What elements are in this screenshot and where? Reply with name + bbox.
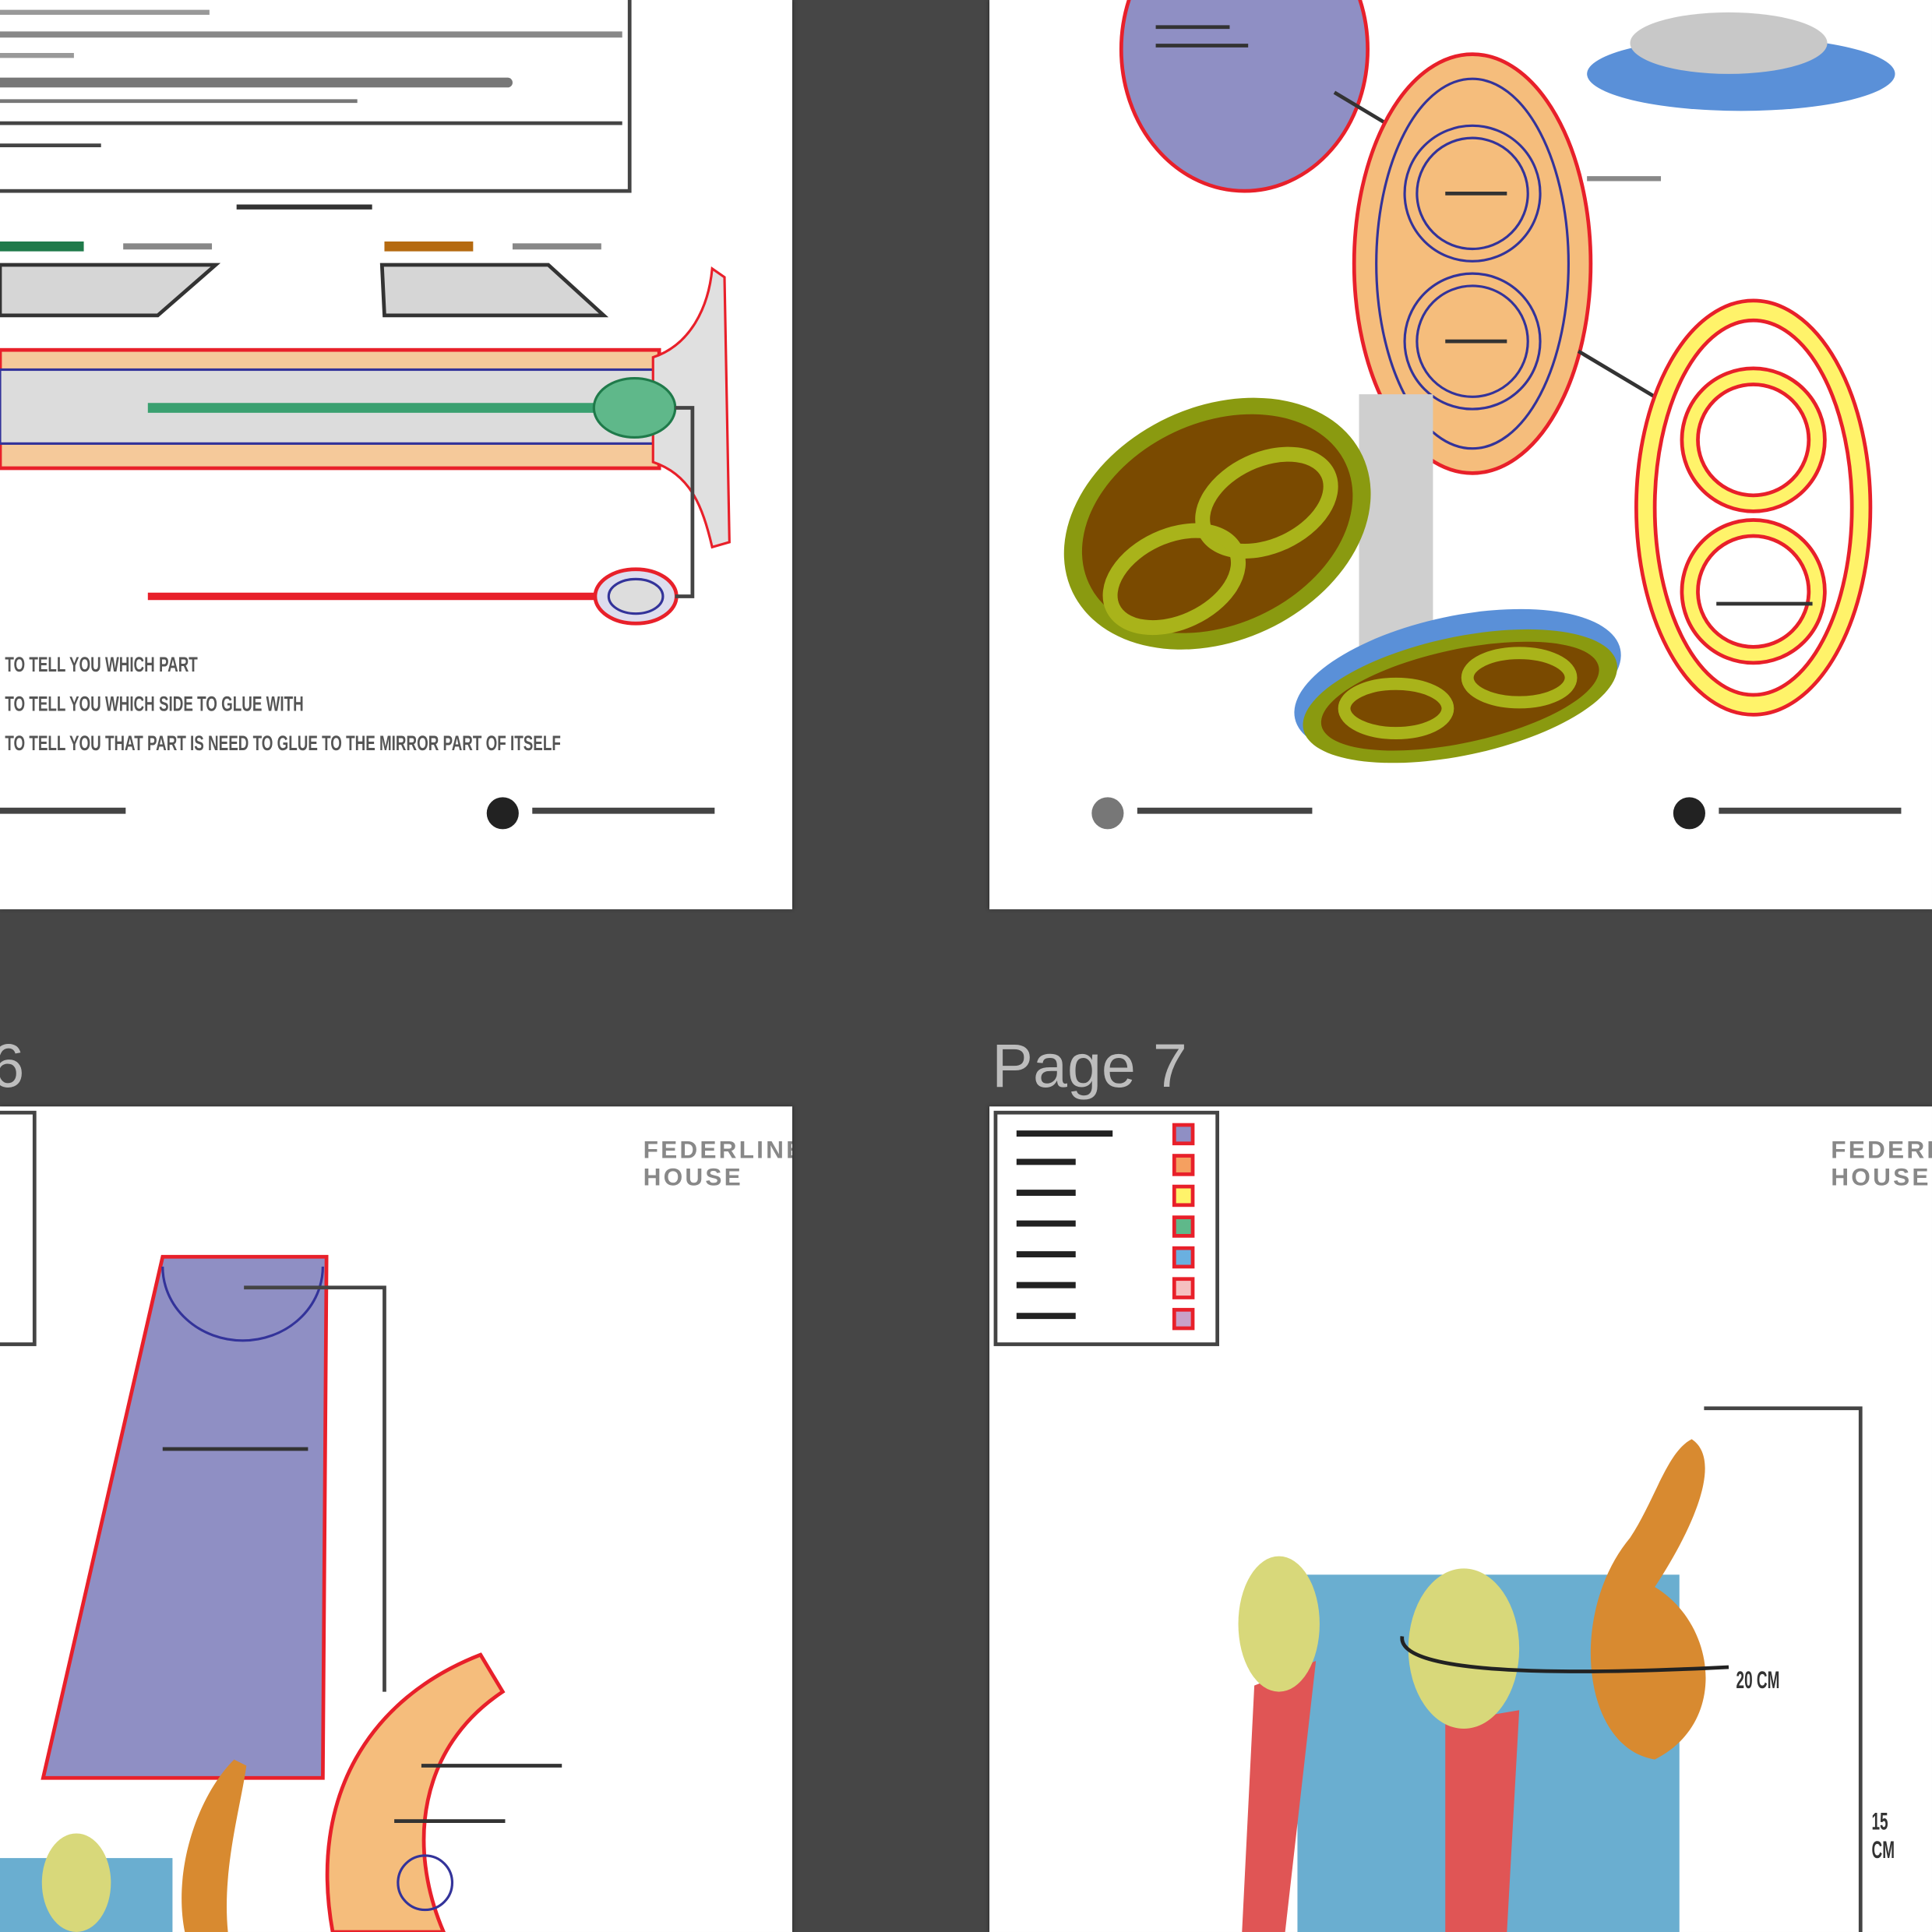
logo-line-2: HOUSE (643, 1164, 743, 1192)
page-5-right (989, 0, 1932, 910)
legend-line-2: TO TELL YOU WHICH SIDE TO GLUE WITH (5, 692, 304, 716)
dimension-label: 20 CM (1736, 1666, 1780, 1694)
page-label-6: 6 (0, 1035, 24, 1097)
logo-line-1: FEDERLINE (643, 1137, 792, 1165)
logo-line-2: HOUSE (1831, 1164, 1931, 1192)
pattern-drawing (0, 0, 731, 830)
page-label-7: Page 7 (992, 1031, 1187, 1101)
dimension-label: 15 CM (1871, 1808, 1895, 1865)
page-6-drawing (0, 1110, 562, 1932)
sole-drawing (1063, 0, 1902, 830)
legend-line-1: TO TELL YOU WHICH PART (5, 653, 198, 677)
logo-line-1: FEDERLINE (1831, 1137, 1932, 1165)
legend-line-3: TO TELL YOU THAT PART IS NEED TO GLUE TO… (5, 732, 561, 756)
page-7-drawing (993, 1110, 1863, 1932)
page-5-left: TO TELL YOU WHICH PART TO TELL YOU WHICH… (0, 0, 792, 910)
